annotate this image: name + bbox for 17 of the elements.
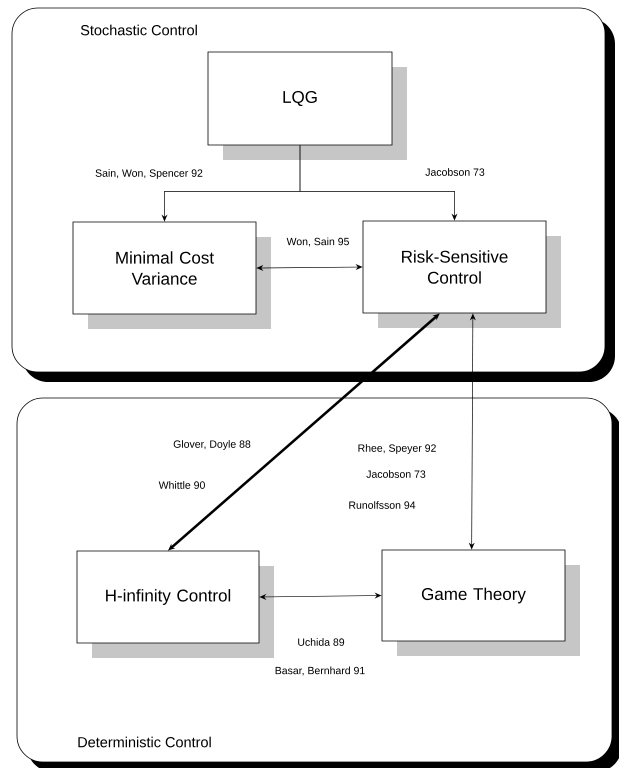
citation-label: Basar, Bernhard 91 — [274, 666, 366, 676]
edge-label: Uchida 89 — [296, 637, 346, 647]
citation-label: Runolfsson 94 — [347, 500, 417, 510]
edge-label: Won, Sain 95 — [286, 236, 350, 248]
process-box: Risk-Sensitive Control — [362, 220, 561, 328]
panel-title: Deterministic Control — [78, 736, 211, 748]
panel-title: Stochastic Control — [80, 24, 197, 36]
edge-label: Jacobson 73 — [424, 167, 486, 177]
edge-label: Rhee, Speyer 92 — [356, 443, 438, 455]
edge-label: Sain, Won, Spencer 92 — [94, 168, 204, 180]
process-box: LQG — [208, 52, 407, 160]
edge-label: Glover, Doyle 88 — [172, 439, 252, 451]
citation-label: Whittle 90 — [158, 480, 206, 490]
process-box: Minimal Cost Variance — [72, 222, 271, 329]
process-box: Game Theory — [382, 550, 580, 656]
process-box: H-infinity Control — [76, 550, 274, 658]
citation-label: Jacobson 73 — [365, 469, 427, 479]
